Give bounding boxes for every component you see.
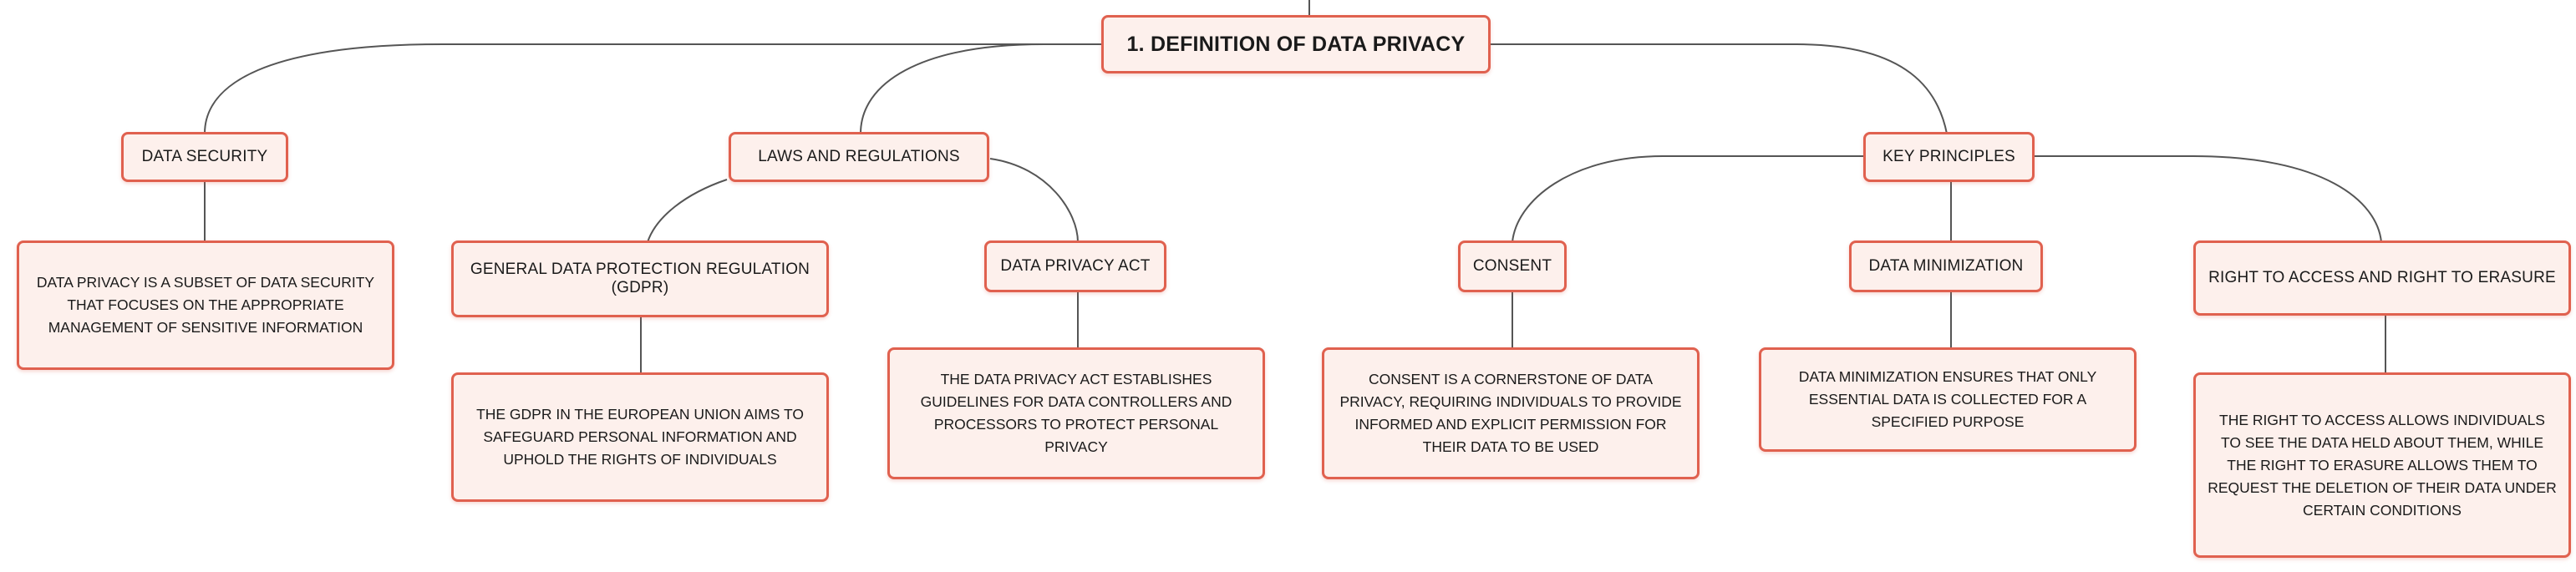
topic-data-minimization[interactable]: DATA MINIMIZATION (1849, 240, 2043, 292)
topic-gdpr[interactable]: GENERAL DATA PROTECTION REGULATION (GDPR… (451, 240, 829, 317)
connector-root-key-principles (1491, 43, 1948, 134)
connector-key-consent (1512, 155, 1863, 243)
description-text: THE RIGHT TO ACCESS ALLOWS INDIVIDUALS T… (2208, 411, 2557, 519)
topic-label: GENERAL DATA PROTECTION REGULATION (GDPR… (470, 261, 810, 296)
topic-label: RIGHT TO ACCESS AND RIGHT TO ERASURE (2208, 269, 2556, 286)
topic-right-to-access-and-erasure[interactable]: RIGHT TO ACCESS AND RIGHT TO ERASURE (2193, 240, 2571, 316)
connector-root-data-security (204, 43, 1101, 134)
root-label: 1. DEFINITION OF DATA PRIVACY (1126, 32, 1466, 56)
topic-label: DATA MINIMIZATION (1868, 257, 2024, 275)
connector-root-laws (860, 43, 1101, 134)
branch-laws-and-regulations[interactable]: LAWS AND REGULATIONS (729, 132, 989, 182)
description-text: THE GDPR IN THE EUROPEAN UNION AIMS TO S… (476, 406, 804, 468)
branch-label: KEY PRINCIPLES (1882, 148, 2015, 165)
connector-key-right (2035, 155, 2382, 243)
description-text: THE DATA PRIVACY ACT ESTABLISHES GUIDELI… (920, 371, 1232, 455)
desc-data-minimization[interactable]: DATA MINIMIZATION ENSURES THAT ONLY ESSE… (1759, 347, 2137, 452)
connector-laws-dpa (989, 158, 1079, 243)
desc-consent[interactable]: CONSENT IS A CORNERSTONE OF DATA PRIVACY… (1322, 347, 1700, 479)
desc-right-to-access-and-erasure[interactable]: THE RIGHT TO ACCESS ALLOWS INDIVIDUALS T… (2193, 372, 2571, 558)
connector-laws-gdpr (647, 179, 728, 243)
desc-gdpr[interactable]: THE GDPR IN THE EUROPEAN UNION AIMS TO S… (451, 372, 829, 502)
topic-data-privacy-act[interactable]: DATA PRIVACY ACT (984, 240, 1166, 292)
topic-consent[interactable]: CONSENT (1458, 240, 1567, 292)
branch-data-security[interactable]: DATA SECURITY (121, 132, 288, 182)
root-node[interactable]: 1. DEFINITION OF DATA PRIVACY (1101, 15, 1491, 73)
description-text: DATA MINIMIZATION ENSURES THAT ONLY ESSE… (1798, 368, 2097, 430)
branch-label: LAWS AND REGULATIONS (758, 148, 960, 165)
description-text: DATA PRIVACY IS A SUBSET OF DATA SECURIT… (36, 274, 375, 336)
desc-data-security[interactable]: DATA PRIVACY IS A SUBSET OF DATA SECURIT… (17, 240, 394, 370)
desc-data-privacy-act[interactable]: THE DATA PRIVACY ACT ESTABLISHES GUIDELI… (887, 347, 1265, 479)
description-text: CONSENT IS A CORNERSTONE OF DATA PRIVACY… (1339, 371, 1682, 455)
topic-label: CONSENT (1472, 257, 1552, 275)
topic-label: DATA PRIVACY ACT (1000, 257, 1151, 275)
branch-key-principles[interactable]: KEY PRINCIPLES (1863, 132, 2035, 182)
branch-label: DATA SECURITY (141, 148, 268, 165)
